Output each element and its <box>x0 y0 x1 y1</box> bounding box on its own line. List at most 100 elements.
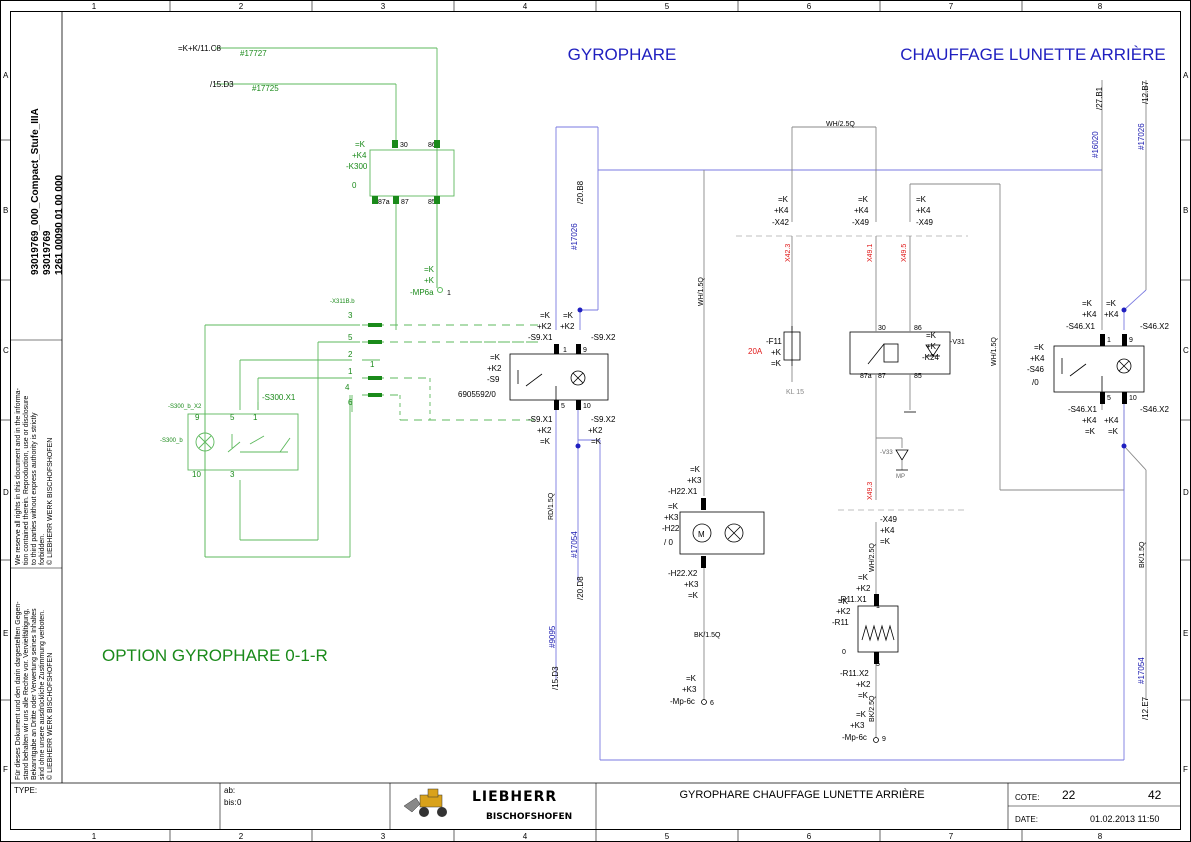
label: =K <box>424 265 435 274</box>
label: =K <box>563 311 574 320</box>
heater-circuit <box>736 126 1125 743</box>
label: =K <box>688 591 699 600</box>
column-markers: 1 2 3 4 5 6 7 8 1 2 3 4 5 6 7 8 <box>92 0 1103 842</box>
label: MP <box>896 474 905 480</box>
copyright-line: sind ohne unsere ausdrückliche Zustimmun… <box>39 610 46 780</box>
label: =K <box>1034 343 1045 352</box>
col-label: 2 <box>239 2 244 11</box>
s46-switch <box>1053 80 1147 760</box>
row-label: A <box>1183 71 1189 80</box>
label: =K <box>778 195 789 204</box>
label: +K4 <box>1082 310 1097 319</box>
brand-logo: LIEBHERR <box>472 789 557 805</box>
wire-label: WH/2.5Q <box>826 121 855 128</box>
label: /15.D3 <box>210 80 234 89</box>
label: =K <box>690 465 701 474</box>
pin: 86 <box>914 325 922 332</box>
ref-label: #17727 <box>240 49 267 58</box>
s9-labels: =K +K2 -S9.X1 =K +K2 -S9.X2 =K +K2 -S9 6… <box>458 180 616 690</box>
pin: 9 <box>195 413 200 422</box>
pin: 5 <box>230 413 235 422</box>
col-label: 5 <box>665 832 670 841</box>
row-label: C <box>3 346 9 355</box>
label: -H22.X1 <box>668 487 698 496</box>
label: -S46 <box>1027 365 1044 374</box>
cote-value: 22 <box>1062 788 1076 802</box>
h22-lamp <box>679 170 765 705</box>
label: =K <box>1106 299 1117 308</box>
col-label: 1 <box>92 2 97 11</box>
col-label: 4 <box>523 2 528 11</box>
s46-labels: #16020 /27.B1 #17026 /12.B7 #17054 /12.E… <box>1027 80 1169 720</box>
label: =K <box>858 691 869 700</box>
label: X49.1 <box>867 244 874 262</box>
label: =K <box>1082 299 1093 308</box>
col-label: 2 <box>239 832 244 841</box>
label: -K24 <box>922 353 939 362</box>
pin: 1 <box>447 290 451 297</box>
doc-name: 93019769_000_Compact_Stufe_IIIA <box>30 108 41 275</box>
date-label: DATE: <box>1015 815 1038 824</box>
label: -MP6a <box>410 288 434 297</box>
copyright-de: Für dieses Dokument und den darin darges… <box>15 601 54 780</box>
col-label: 7 <box>949 832 954 841</box>
wire-label: BK/2.5Q <box>869 695 876 722</box>
col-label: 6 <box>807 832 812 841</box>
ref-label: #16020 <box>1091 131 1100 158</box>
copyright-line: stand behalten wir uns alle Rechte vor. … <box>23 608 30 780</box>
label: +K3 <box>664 513 679 522</box>
label: +K4 <box>1030 354 1045 363</box>
pin: 86 <box>428 142 436 149</box>
plant-name: BISCHOFSHOFEN <box>486 812 572 822</box>
label: -X42 <box>772 218 789 227</box>
pin: 30 <box>878 325 886 332</box>
label: 20A <box>748 347 763 356</box>
pin: 2 <box>348 350 353 359</box>
label: -X311B.b <box>330 299 355 305</box>
label: X49.3 <box>867 482 874 500</box>
pin: 5 <box>561 403 565 410</box>
label: =K <box>916 195 927 204</box>
copyright-line: © LIEBHERR WERK BISCHOFSHOFEN <box>46 438 54 565</box>
label: -S46.X2 <box>1140 322 1169 331</box>
bis-value: 0 <box>237 798 242 807</box>
pin: 10 <box>192 470 201 479</box>
pin: 5 <box>876 661 880 668</box>
label: =K <box>668 502 679 511</box>
row-label: A <box>3 71 9 80</box>
label: X42.3 <box>785 244 792 262</box>
copyright-line: We reserve all rights in this document a… <box>15 387 22 565</box>
label: KL 15 <box>786 389 804 396</box>
label: -S300.X1 <box>262 393 296 402</box>
row-label: C <box>1183 346 1189 355</box>
doc-code: 1261 00090 01 00 000 <box>54 174 65 275</box>
copyright-line: Für dieses Dokument und den darin darges… <box>15 601 22 780</box>
row-markers: A B C D E F A B C D E F <box>0 71 1191 774</box>
label: +K3 <box>687 476 702 485</box>
label: -S9 <box>487 375 500 384</box>
label: =K <box>838 597 849 606</box>
connector-symbols-green <box>368 140 440 397</box>
label: +K4 <box>1104 416 1119 425</box>
label: -R11 <box>832 618 849 627</box>
label: /15.D3 <box>551 666 560 690</box>
pin: 30 <box>400 142 408 149</box>
label: +K4 <box>916 206 931 215</box>
label: +K2 <box>856 680 871 689</box>
row-label: F <box>1183 765 1188 774</box>
row-label: D <box>3 488 9 497</box>
wire-label: WH/1.5Q <box>698 277 705 306</box>
label: =K <box>490 353 501 362</box>
title-chauffage: CHAUFFAGE LUNETTE ARRIÈRE <box>900 45 1165 64</box>
copyright-line: forbidden. <box>39 534 46 565</box>
label: +K2 <box>560 322 575 331</box>
pin: 1 <box>563 347 567 354</box>
wire-label: WH/1.5Q <box>991 337 998 366</box>
pin: 87 <box>401 199 409 206</box>
pin: 9 <box>583 347 587 354</box>
label: -K300 <box>346 162 368 171</box>
col-label: 8 <box>1098 2 1103 11</box>
label: -R11.X1 <box>838 595 867 604</box>
option-labels: =K+K/11.C8 #17727 /15.D3 #17725 =K +K4 -… <box>160 44 451 479</box>
row-label: E <box>1183 629 1188 638</box>
